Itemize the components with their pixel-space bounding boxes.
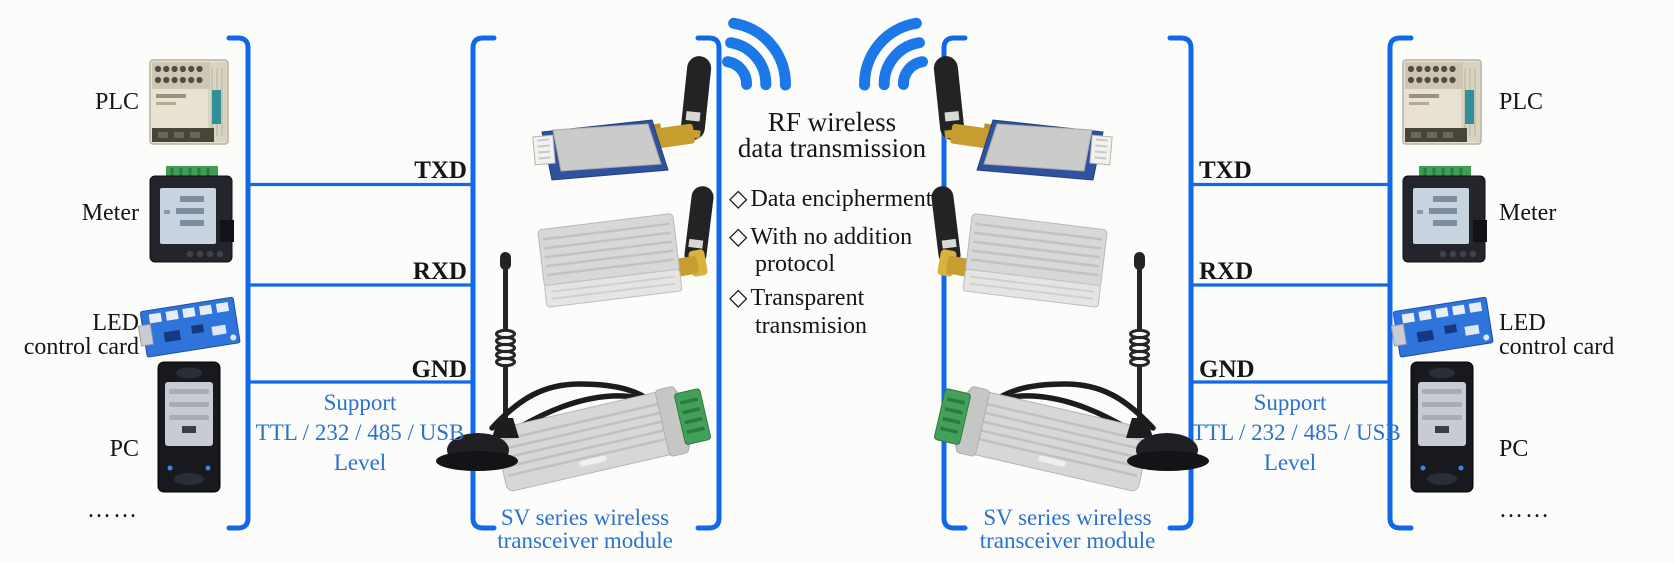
pc-image	[157, 361, 221, 493]
support-line2: TTL / 232 / 485 / USB	[1192, 420, 1401, 445]
left-module-bracket-open	[470, 35, 497, 531]
ellipsis-left: ……	[87, 497, 139, 523]
support-line2: TTL / 232 / 485 / USB	[255, 420, 465, 445]
right-devices-bracket	[1387, 35, 1414, 531]
bullet-text: Data encipherment	[750, 186, 933, 212]
aluminum-module-image	[537, 186, 714, 308]
plc-image	[149, 59, 229, 145]
support-line1: Support	[1253, 390, 1327, 415]
center-title-line1: RF wireless	[767, 107, 897, 137]
txd-label-right: TXD	[1199, 157, 1252, 184]
pcb-module-image	[532, 56, 712, 181]
led-label-line2: control card	[23, 334, 139, 360]
center-title: RF wireless data transmission	[701, 107, 963, 163]
caption-line1: SV series wireless	[500, 505, 670, 530]
rxd-label-right: RXD	[1199, 258, 1254, 285]
gnd-label-left: GND	[411, 356, 467, 383]
led-card-label-left: LED control card	[24, 311, 139, 359]
support-line1: Support	[323, 390, 397, 415]
module-caption-right: SV series wireless transceiver module	[944, 506, 1191, 552]
center-title-line2: data transmission	[737, 133, 927, 163]
module-caption-left: SV series wireless transceiver module	[462, 506, 708, 552]
plc-label-right: PLC	[1499, 89, 1544, 115]
gnd-label-right: GND	[1199, 356, 1255, 383]
bullet-no-addition-protocol-cont: protocol	[755, 251, 835, 277]
right-module-bracket-close	[1167, 35, 1194, 531]
caption-line2: transceiver module	[979, 528, 1156, 553]
wireless-module-photos	[436, 56, 714, 492]
bullet-data-encipherment: ◇Data encipherment	[729, 184, 932, 213]
bullet-transparent-transmission-cont: transmision	[755, 313, 867, 339]
bullet-text: Transparent	[750, 285, 865, 311]
diamond-bullet-icon: ◇	[729, 285, 748, 311]
bullet-text: With no addition	[750, 224, 913, 250]
bullet-transparent-transmission: ◇Transparent	[729, 283, 864, 312]
left-module-bracket-close	[695, 35, 722, 531]
left-signal-lines	[248, 182, 473, 384]
led-label-line1: LED	[1499, 310, 1546, 336]
led-card-label-right: LED control card	[1499, 311, 1614, 359]
right-module-bracket-open	[941, 35, 968, 531]
wireless-module-photos-right	[930, 55, 1209, 494]
meter-label-left: Meter	[81, 200, 139, 226]
device-photos-column-right	[1387, 58, 1495, 494]
support-level-note-left: Support TTL / 232 / 485 / USB Level	[250, 388, 470, 478]
pc-label-right: PC	[1499, 436, 1529, 462]
plc-label-left: PLC	[94, 89, 139, 115]
led-label-line1: LED	[92, 310, 139, 336]
device-photos-column	[137, 59, 241, 493]
led-label-line2: control card	[1499, 334, 1615, 360]
meter-label-right: Meter	[1499, 200, 1557, 226]
support-level-note-right: Support TTL / 232 / 485 / USB Level	[1192, 388, 1401, 478]
right-signal-lines	[1191, 182, 1390, 384]
wifi-waves-right-icon	[722, 17, 791, 91]
left-devices-bracket	[226, 35, 251, 531]
boxed-module-image	[436, 252, 711, 492]
bullet-no-addition-protocol: ◇With no addition	[729, 222, 912, 251]
support-line3: Level	[333, 450, 387, 475]
diamond-bullet-icon: ◇	[729, 186, 748, 212]
support-line3: Level	[1263, 450, 1317, 475]
ellipsis-right: ……	[1499, 497, 1551, 523]
meter-image	[149, 166, 234, 263]
rxd-label-left: RXD	[412, 258, 467, 285]
led-control-card-image	[137, 296, 241, 358]
caption-line1: SV series wireless	[983, 505, 1152, 530]
pc-label-left: PC	[109, 436, 139, 462]
txd-label-left: TXD	[414, 157, 467, 184]
wifi-waves-left-icon	[853, 14, 939, 104]
caption-line2: transceiver module	[497, 528, 673, 553]
diamond-bullet-icon: ◇	[729, 224, 748, 250]
